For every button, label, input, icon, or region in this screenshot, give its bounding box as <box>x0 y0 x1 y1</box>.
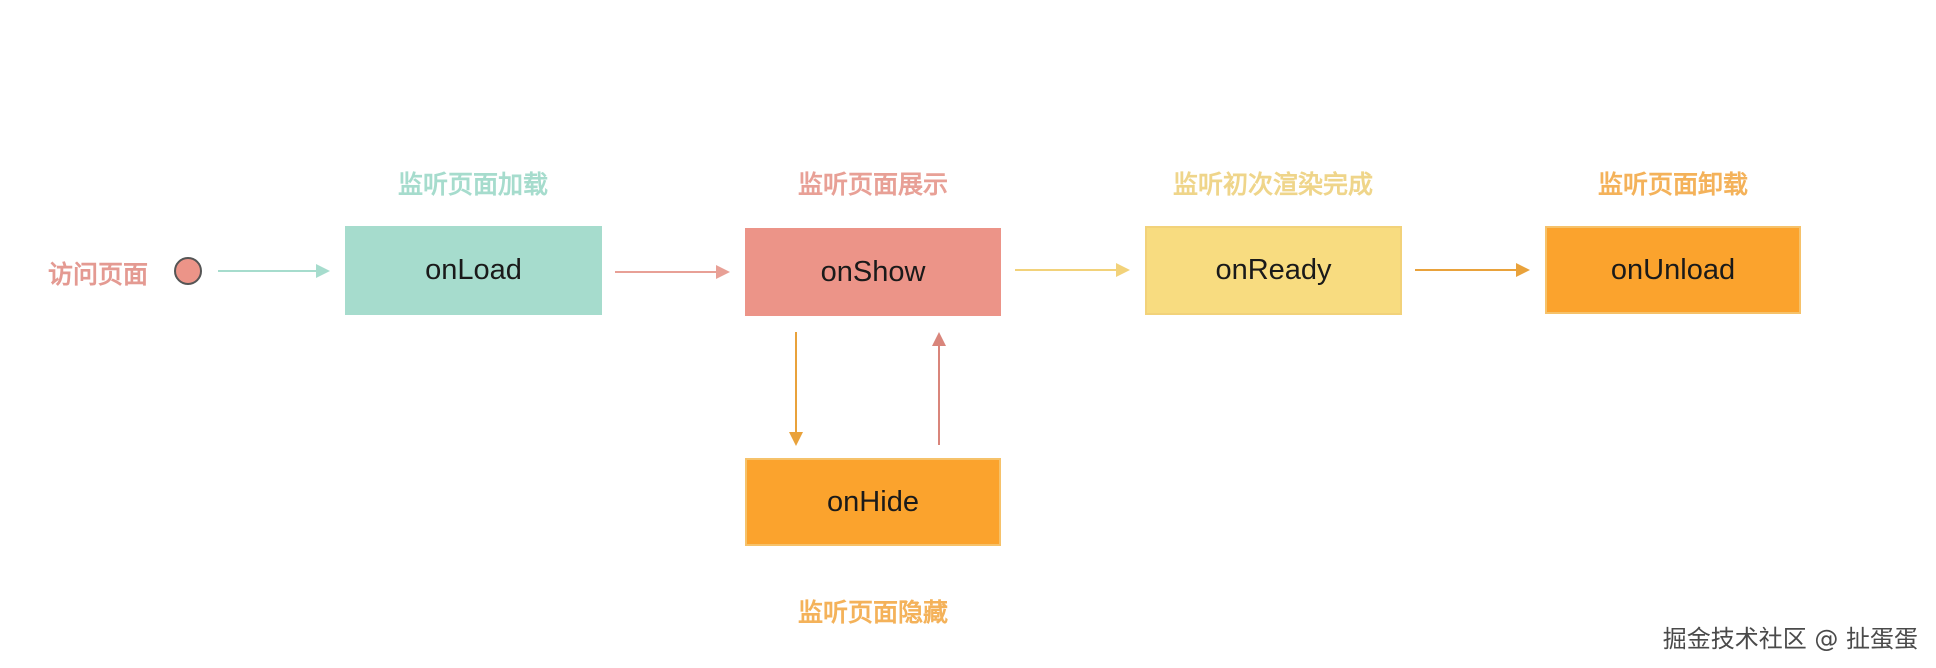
node-onhide-label: onHide <box>827 485 919 518</box>
node-onready: onReady <box>1145 226 1402 315</box>
edge-start-to-onload <box>218 264 330 278</box>
edge-onload-to-onshow <box>615 265 730 279</box>
caption-onload: 监听页面加载 <box>397 170 549 199</box>
node-onshow-label: onShow <box>820 255 926 288</box>
node-onshow: onShow <box>745 228 1001 316</box>
node-onload: onLoad <box>345 226 602 315</box>
caption-onunload: 监听页面卸载 <box>1597 170 1749 199</box>
node-onready-label: onReady <box>1215 254 1332 286</box>
caption-onhide: 监听页面隐藏 <box>797 598 949 627</box>
node-onload-label: onLoad <box>425 254 522 286</box>
edge-onshow-to-onready <box>1015 263 1130 277</box>
caption-onready: 监听初次渲染完成 <box>1172 170 1374 199</box>
edge-onhide-to-onshow <box>932 332 946 445</box>
caption-onshow: 监听页面展示 <box>797 170 949 199</box>
node-onhide: onHide <box>745 458 1001 546</box>
node-onunload-label: onUnload <box>1610 253 1736 286</box>
start-dot <box>174 257 202 285</box>
node-onunload: onUnload <box>1545 226 1801 314</box>
edge-onready-to-onunload <box>1415 263 1530 277</box>
edge-onshow-to-onhide <box>789 332 803 446</box>
watermark: 掘金技术社区 @ 扯蛋蛋 <box>1662 625 1918 653</box>
start-label: 访问页面 <box>48 260 149 289</box>
